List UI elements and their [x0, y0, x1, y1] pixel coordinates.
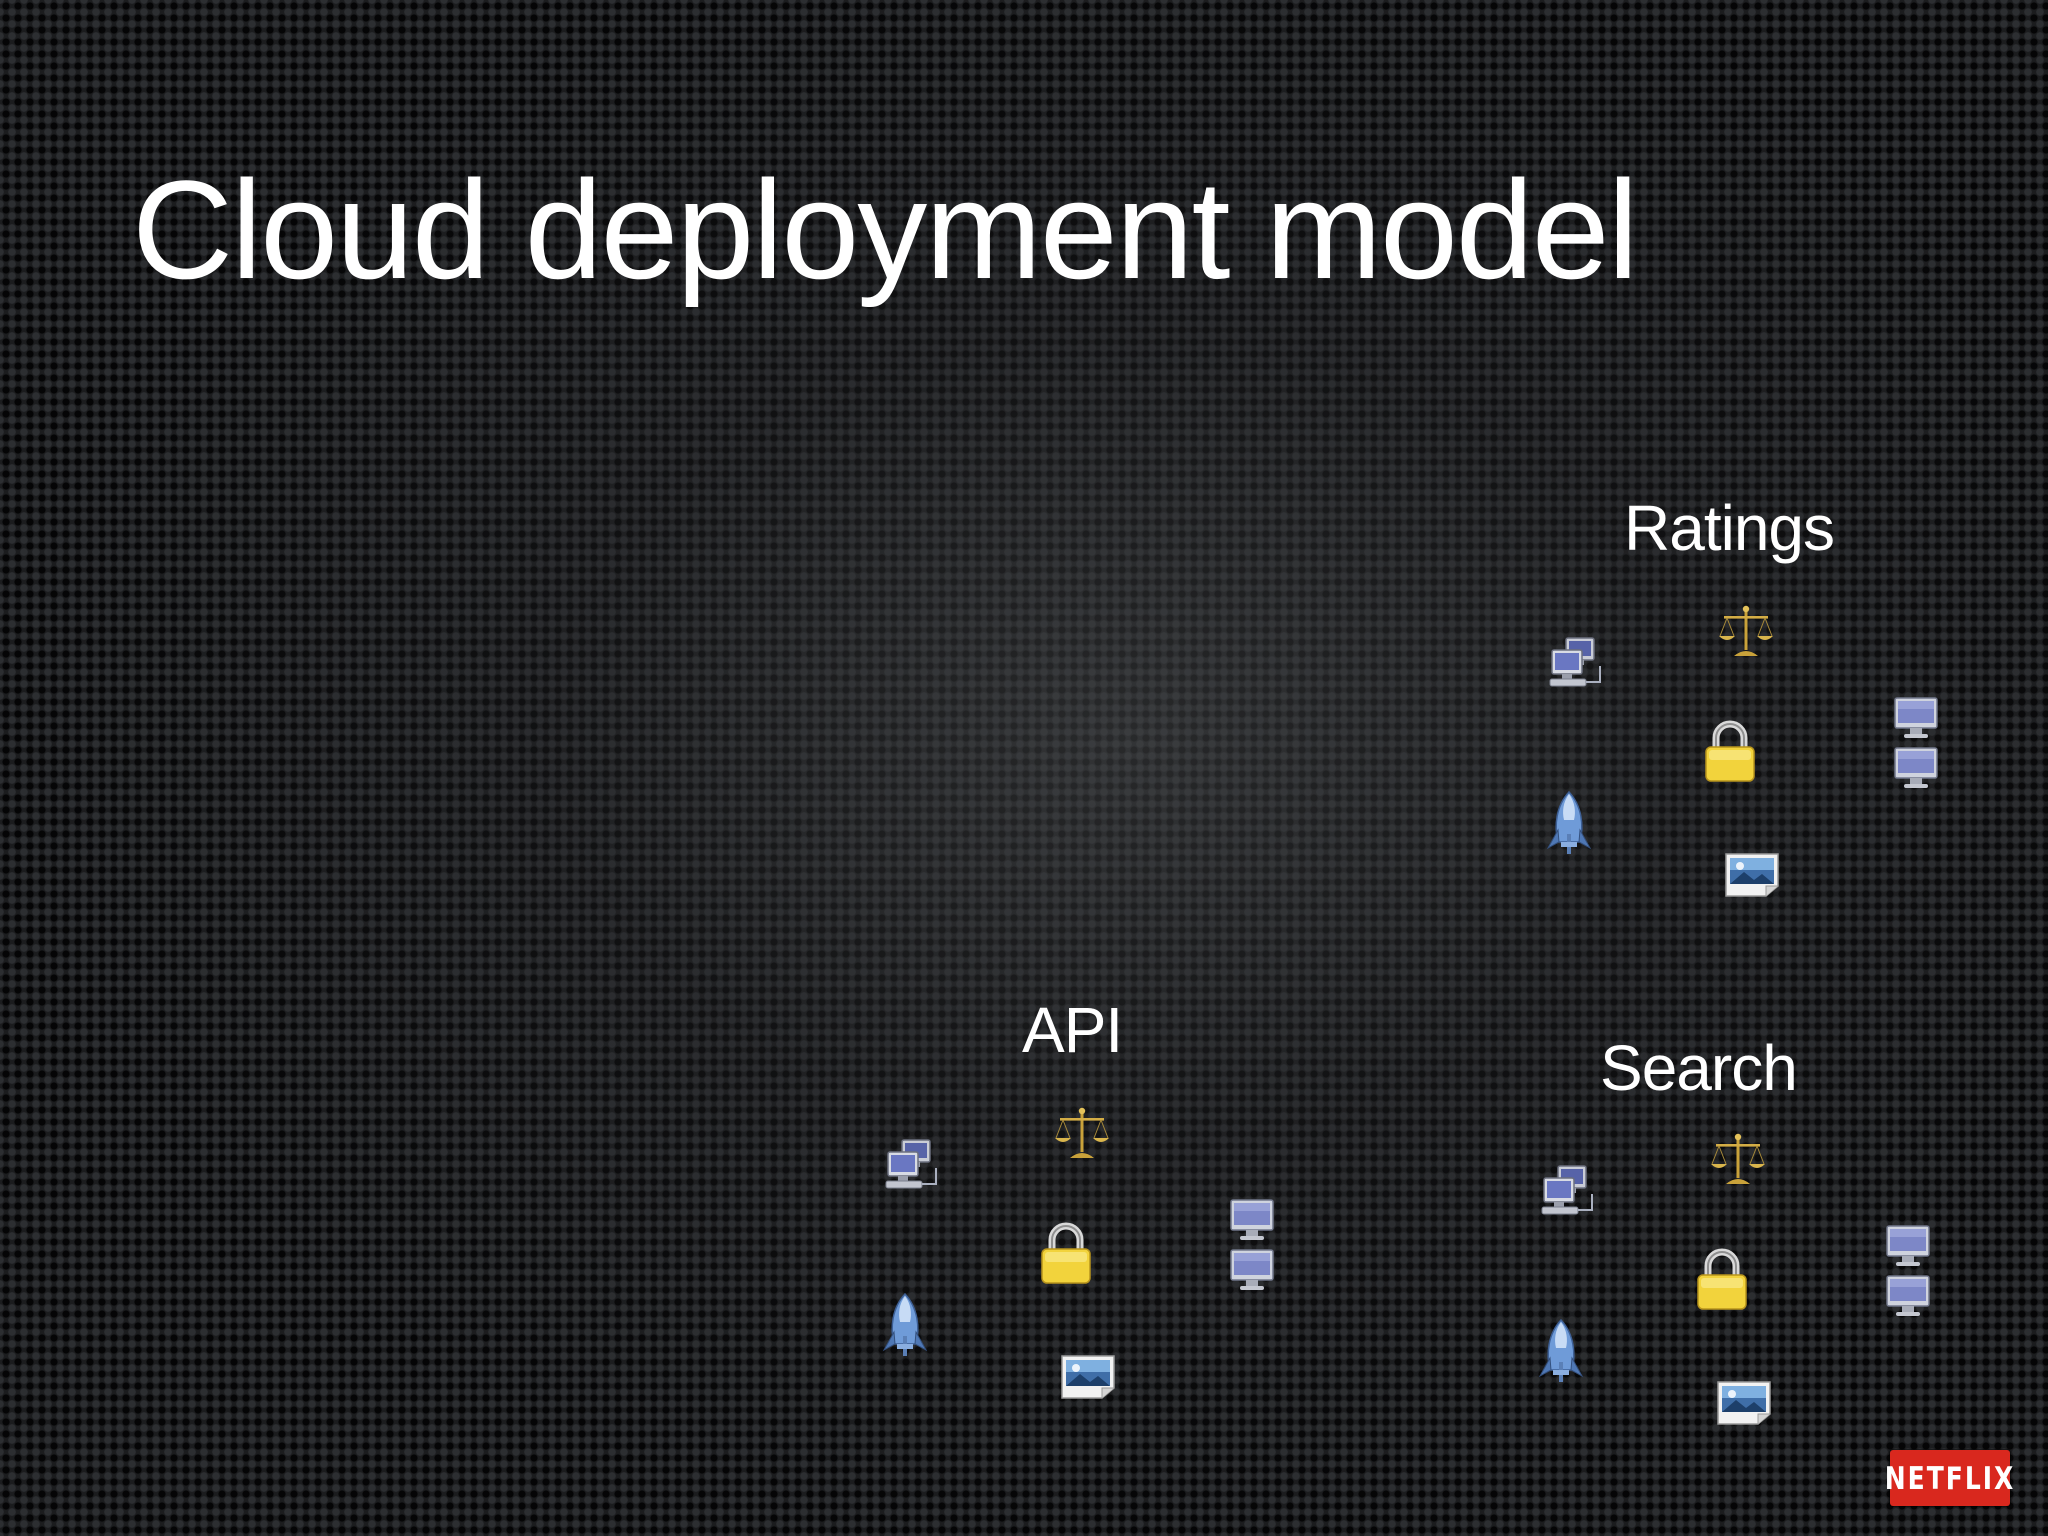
cluster-api: API — [866, 992, 1286, 1399]
network-computers-icon — [882, 1138, 940, 1192]
padlock-icon — [1038, 1220, 1094, 1286]
monitor-stack-icon — [1892, 696, 1940, 792]
monitor-stack-icon — [1884, 1224, 1932, 1320]
cluster-ratings: Ratings — [1530, 490, 1950, 897]
picture-file-icon — [1060, 1354, 1116, 1400]
scales-icon — [1716, 604, 1776, 660]
cluster-label: API — [1022, 994, 1123, 1066]
rocket-icon — [1536, 1318, 1586, 1384]
scales-icon — [1708, 1132, 1768, 1188]
monitor-stack-icon — [1228, 1198, 1276, 1294]
network-computers-icon — [1546, 636, 1604, 690]
rocket-icon — [880, 1292, 930, 1358]
cluster-label: Ratings — [1624, 492, 1835, 564]
netflix-logo-text: NETFLIX — [1884, 1459, 2016, 1497]
cluster-search: Search — [1522, 1018, 1942, 1425]
scales-icon — [1052, 1106, 1112, 1162]
slide-title: Cloud deployment model — [132, 151, 1639, 308]
picture-file-icon — [1724, 852, 1780, 898]
padlock-icon — [1694, 1246, 1750, 1312]
cluster-label: Search — [1600, 1032, 1798, 1104]
picture-file-icon — [1716, 1380, 1772, 1426]
rocket-icon — [1544, 790, 1594, 856]
padlock-icon — [1702, 718, 1758, 784]
network-computers-icon — [1538, 1164, 1596, 1218]
netflix-logo: NETFLIX — [1885, 1450, 2013, 1506]
